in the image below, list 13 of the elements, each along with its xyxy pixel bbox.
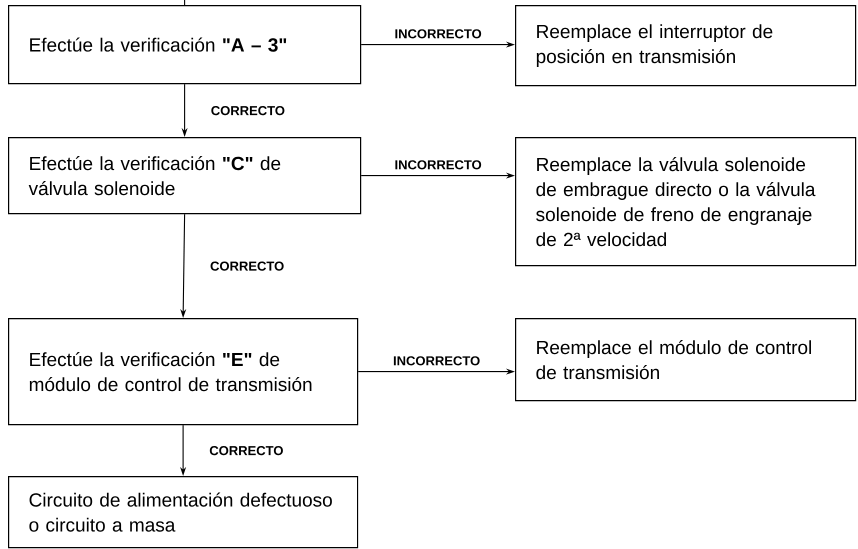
edge-label: INCORRECTO [395,160,482,170]
process-box: Reemplace el módulo de control de transmisión [515,318,856,402]
edge-label: CORRECTO [211,106,284,116]
process-box: Reemplace la válvula solenoide de embrague directo o la válvula solenoide de freno de engranaje de 2ª velocidad [515,137,856,266]
edge-label: CORRECTO [210,446,283,456]
edge-label: INCORRECTO [394,356,480,366]
process-box: Reemplace el interruptor de posición en transmisión [515,5,856,86]
process-box: Circuito de alimentación defectuoso o circuito a masa [8,476,358,548]
process-box: Efectúe la verificación "C" de válvula solenoide [8,137,362,214]
process-box: Efectúe la verificación "E" de módulo de control de transmisión [8,318,358,426]
process-box: Efectúe la verificación "A – 3" [8,5,362,84]
edge-label: INCORRECTO [395,29,482,38]
edge-label: CORRECTO [210,262,284,271]
